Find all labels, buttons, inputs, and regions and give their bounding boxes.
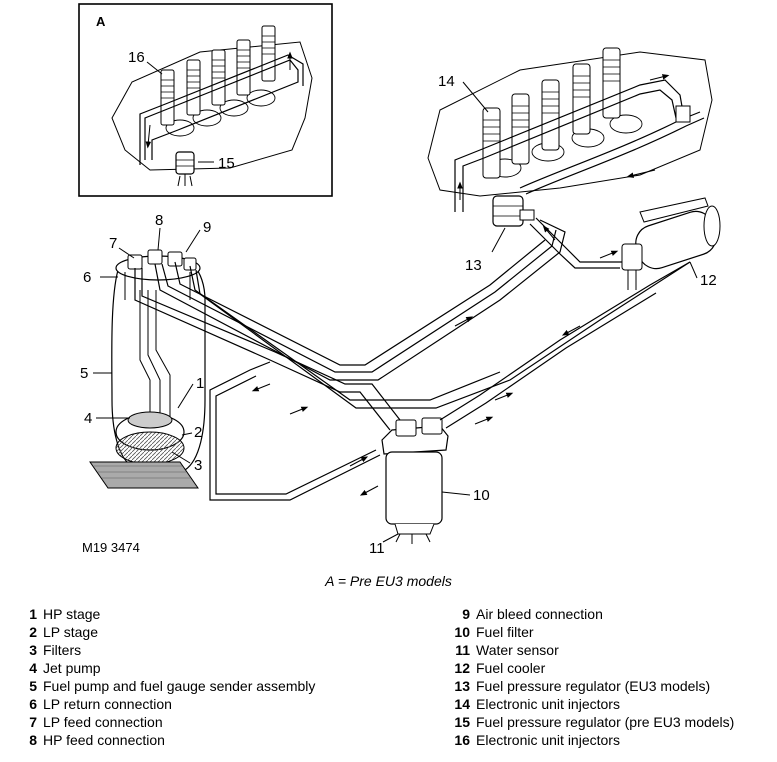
fuel-pipes (134, 217, 691, 501)
legend-number: 2 (29, 624, 37, 640)
legend-item-6: 6 LP return connection (18, 695, 315, 713)
legend-number: 12 (454, 660, 470, 676)
legend-item-10: 10 Fuel filter (451, 623, 734, 641)
legend-number: 6 (29, 696, 37, 712)
legend-label: HP feed connection (43, 732, 165, 748)
legend-label: Fuel filter (476, 624, 534, 640)
inset-injectors (160, 25, 276, 126)
drawing-reference: M19 3474 (82, 540, 140, 555)
inset-label: A (96, 14, 106, 29)
legend-item-4: 4 Jet pump (18, 659, 315, 677)
legend-label: Water sensor (476, 642, 559, 658)
callout-14: 14 (438, 73, 455, 90)
legend-number: 11 (455, 642, 470, 658)
legend-label: Air bleed connection (476, 606, 603, 622)
diagram-caption: A = Pre EU3 models (325, 573, 452, 589)
engine-cylinder-head (427, 47, 713, 227)
legend-number: 3 (29, 642, 37, 658)
legend-label: Fuel pressure regulator (EU3 models) (476, 678, 711, 694)
callout-15: 15 (218, 155, 235, 172)
callout-numbers: 1 2 3 4 5 6 7 8 9 10 11 12 13 14 15 16 (80, 49, 717, 557)
leader-lines (93, 227, 698, 543)
legend-label: Filters (43, 642, 82, 658)
legend-left: 1 HP stage 2 LP stage 3 Filters 4 Jet pump 5… (18, 605, 315, 749)
callout-11: 11 (369, 540, 385, 557)
legend-number: 9 (462, 606, 470, 622)
legend-label: Electronic unit injectors (476, 732, 620, 748)
legend-item-13: 13 Fuel pressure regulator (EU3 models) (451, 677, 734, 695)
callout-16: 16 (128, 49, 145, 66)
fuel-pump-assembly (89, 249, 206, 489)
legend-label: LP feed connection (43, 714, 163, 730)
legend-label: Electronic unit injectors (476, 696, 620, 712)
legend-label: Fuel pressure regulator (pre EU3 models) (476, 714, 735, 730)
callout-8: 8 (155, 212, 163, 229)
legend-label: Jet pump (43, 660, 101, 676)
callout-9: 9 (203, 219, 211, 236)
callout-13: 13 (465, 257, 482, 274)
legend-item-12: 12 Fuel cooler (451, 659, 734, 677)
legend-number: 8 (29, 732, 37, 748)
callout-1: 1 (196, 375, 204, 392)
legend-label: LP return connection (43, 696, 172, 712)
legend-number: 16 (454, 732, 470, 748)
inset-regulator (175, 151, 195, 187)
legend-item-16: 16 Electronic unit injectors (451, 731, 734, 749)
legend-label: Fuel cooler (476, 660, 546, 676)
inset-pre-eu3: A (78, 3, 333, 197)
fuel-system-diagram: A (78, 3, 721, 557)
legend-item-9: 9 Air bleed connection (451, 605, 734, 623)
legend-number: 10 (454, 624, 470, 640)
legend-item-8: 8 HP feed connection (18, 731, 315, 749)
callout-12: 12 (700, 272, 717, 289)
legend-label: LP stage (43, 624, 99, 640)
legend-number: 1 (29, 606, 37, 622)
fuel-cooler (621, 197, 721, 290)
callout-5: 5 (80, 365, 88, 382)
callout-4: 4 (84, 410, 92, 427)
eu3-injectors (482, 47, 621, 179)
callout-10: 10 (473, 487, 490, 504)
legend-number: 15 (454, 714, 470, 730)
legend-label: Fuel pump and fuel gauge sender assembly (43, 678, 316, 694)
legend-item-11: 11 Water sensor (451, 641, 734, 659)
legend-item-3: 3 Filters (18, 641, 315, 659)
callout-7: 7 (109, 235, 117, 252)
legend-number: 4 (29, 660, 37, 676)
legend-item-2: 2 LP stage (18, 623, 315, 641)
legend-item-15: 15 Fuel pressure regulator (pre EU3 model… (451, 713, 734, 731)
legend-number: 5 (29, 678, 37, 694)
fuel-filter (381, 417, 449, 544)
flow-arrows (251, 225, 619, 496)
legend-number: 13 (454, 678, 470, 694)
legend-item-1: 1 HP stage (18, 605, 315, 623)
legend-number: 14 (454, 696, 470, 712)
callout-2: 2 (194, 424, 202, 441)
legend-item-14: 14 Electronic unit injectors (451, 695, 734, 713)
callout-3: 3 (194, 457, 202, 474)
legend-item-7: 7 LP feed connection (18, 713, 315, 731)
legend-number: 7 (29, 714, 37, 730)
legend-item-5: 5 Fuel pump and fuel gauge sender assembl… (18, 677, 315, 695)
eu3-regulator (492, 195, 535, 227)
legend-right: 9 Air bleed connection 10 Fuel filter 11 Wa… (451, 605, 734, 749)
legend-label: HP stage (43, 606, 101, 622)
callout-6: 6 (83, 269, 91, 286)
